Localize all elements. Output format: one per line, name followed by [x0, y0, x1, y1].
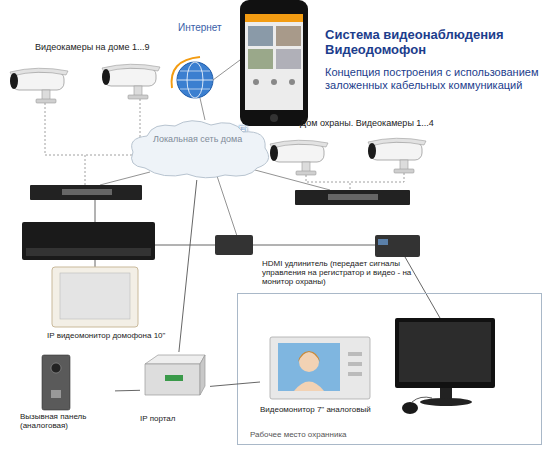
wire	[95, 200, 96, 222]
cloud-outline	[132, 121, 269, 178]
analog-monitor-node: Видеомонитор 7" аналоговый	[260, 334, 385, 419]
wire	[350, 173, 404, 182]
ip-monitor	[52, 267, 138, 327]
camera	[270, 140, 328, 175]
wire	[95, 260, 96, 267]
node-label: IP портал	[140, 414, 210, 423]
workplace-band: Рабочее место охранника Видеомонитор 7" а…	[237, 293, 542, 445]
phone-bar	[245, 14, 303, 22]
camera	[102, 64, 160, 99]
video-recorder	[22, 222, 155, 260]
node-label: Видеокамеры на доме 1...9	[35, 42, 205, 52]
pc-monitor-screen	[399, 322, 491, 382]
cable-connector	[115, 390, 140, 392]
wire	[45, 103, 85, 185]
globe-line	[180, 89, 210, 90]
node-label: Вызывная панель (аналоговая)	[20, 412, 115, 430]
lan-cloud: Локальная сеть дома	[125, 118, 275, 180]
analog-monitor-screen	[278, 343, 340, 391]
wire	[215, 170, 240, 245]
monitor-button	[348, 372, 362, 376]
hdmi-extender	[215, 235, 253, 255]
phone-icon	[289, 79, 295, 85]
switch-ports	[62, 189, 112, 195]
screen-face	[294, 382, 324, 392]
ip-monitor-screen	[60, 273, 130, 319]
node-label: Рабочее место охранника	[250, 430, 450, 439]
switch-ports	[328, 194, 378, 200]
node-label: Локальная сеть дома	[153, 134, 253, 144]
monitor-button	[348, 352, 362, 356]
node-label: Видеомонитор 7" аналоговый	[260, 405, 385, 414]
ip-portal	[145, 364, 200, 395]
phone-body	[240, 0, 308, 126]
wire	[213, 60, 240, 80]
ip-portal-node: IP портал	[140, 352, 210, 427]
camera	[368, 138, 426, 173]
call-panel-button	[51, 390, 61, 398]
node-label: IP видеомонитор домофона 10"	[47, 331, 170, 340]
wire	[255, 170, 330, 190]
phone-button	[270, 114, 278, 122]
caption: Концепция построения с использованием за…	[325, 66, 540, 91]
phone-icon	[253, 79, 259, 85]
phone-thumb	[248, 49, 273, 69]
receiver-face	[378, 239, 388, 245]
phone-thumb	[276, 26, 301, 46]
portal-connector	[165, 375, 183, 381]
wire	[155, 245, 215, 246]
network-switch	[30, 185, 142, 200]
cable-connector	[179, 180, 197, 352]
analog-monitor	[270, 337, 370, 399]
internet-node: Интернет	[178, 22, 238, 38]
globe	[177, 62, 213, 98]
phone-thumb	[276, 49, 301, 69]
call-panel-node: Вызывная панель (аналоговая)	[20, 352, 115, 432]
phone-screen	[245, 14, 303, 110]
wire	[100, 172, 150, 185]
monitor-button	[348, 362, 362, 366]
title: Система видеонаблюдения Видеодомофон	[325, 28, 530, 58]
globe-arrow	[172, 57, 200, 88]
hdmi-extender-node: HDMI удлинитель (передает сигналы управл…	[212, 232, 432, 294]
phone-thumb	[248, 26, 273, 46]
camera	[10, 68, 68, 103]
phone-icon	[271, 79, 277, 85]
hdmi-receiver	[375, 235, 420, 257]
call-panel-camera	[51, 363, 61, 373]
camera-group: Дом охраны. Видеокамеры 1...4	[300, 118, 470, 134]
ip-portal	[145, 355, 205, 364]
mouse	[402, 402, 418, 414]
network-switch	[295, 190, 410, 205]
recorder-front	[26, 248, 151, 256]
wire	[253, 245, 375, 246]
wire	[200, 98, 205, 120]
ip-monitor-node: IP видеомонитор домофона 10"	[45, 263, 170, 348]
mouse-cable	[412, 397, 432, 402]
node-label: HDMI удлинитель (передает сигналы управл…	[262, 259, 427, 287]
cable-connector	[210, 382, 260, 386]
cloud-shape	[125, 118, 275, 180]
ip-portal	[200, 355, 205, 395]
globe-line	[177, 80, 213, 81]
screen-face	[299, 352, 319, 372]
camera-group: Видеокамеры на доме 1...9	[5, 42, 205, 58]
pc-monitor-base	[420, 398, 472, 406]
globe-line	[180, 71, 210, 72]
wire	[306, 175, 350, 190]
call-panel	[42, 355, 70, 410]
node-label: Интернет	[178, 22, 238, 34]
pc-monitor	[395, 318, 495, 388]
node-label: Дом охраны. Видеокамеры 1...4	[300, 118, 470, 128]
wire	[405, 257, 440, 318]
screen-hair	[298, 351, 320, 362]
